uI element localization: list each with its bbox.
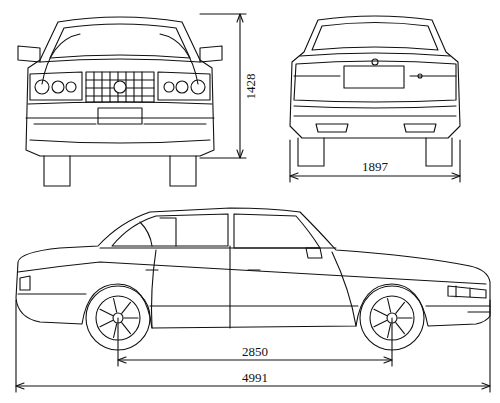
wheel-spoke	[388, 324, 391, 338]
wheel-spoke	[122, 302, 131, 313]
wheel-spoke	[396, 302, 405, 313]
wheel-spoke	[388, 299, 391, 313]
wheel-spoke	[114, 299, 117, 313]
wheel-spoke	[114, 324, 117, 338]
dimension-label: 1428	[244, 73, 257, 99]
wheel-spoke	[396, 323, 405, 334]
wheel-spoke	[100, 309, 113, 315]
wheel-spoke	[374, 321, 387, 327]
dimension-label: 1897	[362, 160, 388, 173]
wheel-spoke	[122, 323, 131, 334]
wheel-spoke	[398, 317, 412, 318]
length-dimensions	[16, 300, 490, 392]
wheel-spoke	[374, 309, 387, 315]
dimension-label: 4991	[242, 371, 268, 384]
wheel-spoke	[100, 321, 113, 327]
side-view	[16, 208, 490, 350]
rear-view	[290, 16, 460, 166]
dimension-label: 2850	[242, 345, 268, 358]
wheel-spoke	[124, 317, 138, 318]
height-dimension	[200, 14, 246, 158]
width-dimension	[290, 140, 460, 182]
front-view	[18, 17, 222, 186]
